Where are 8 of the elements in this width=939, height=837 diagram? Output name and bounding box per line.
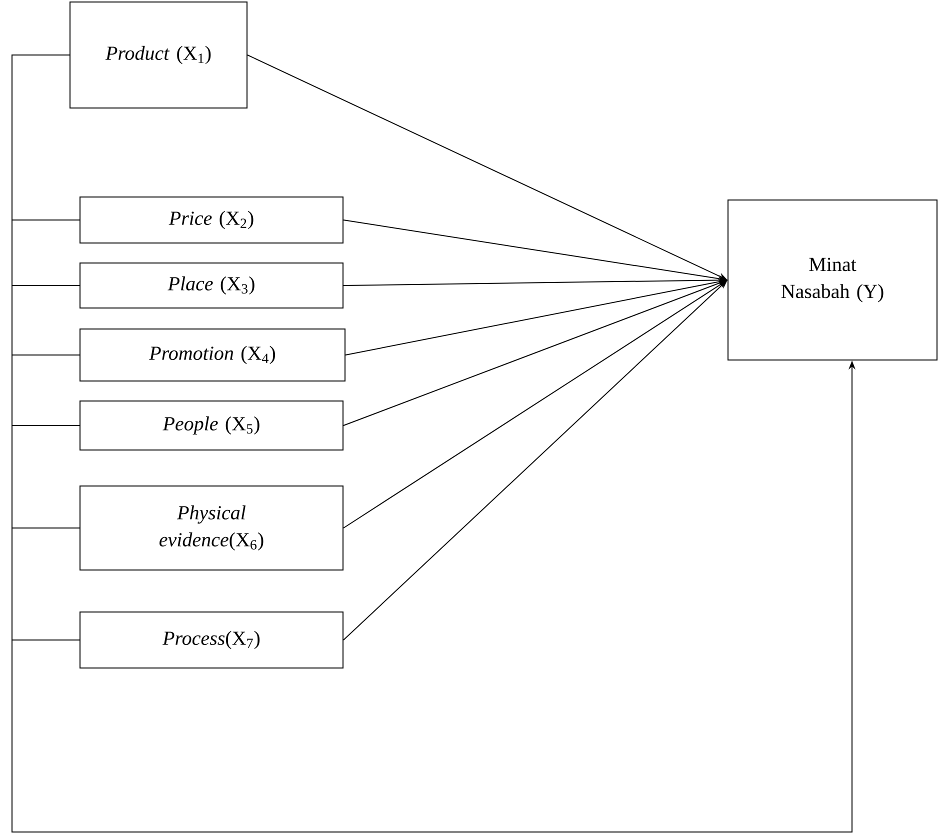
- variable-box: Product (X$_{1}$): [70, 2, 248, 108]
- variable-box: Place (X$_{3}$): [80, 262, 344, 308]
- variable-box: Physical evidence(X$_{6}$): [80, 486, 344, 570]
- variable-box: Process(X$_{7}$): [80, 612, 344, 668]
- variable-box: Promotion (X$_{4}$): [80, 328, 346, 382]
- variable-box: People (X$_{5}$): [80, 400, 344, 450]
- variable-box: Price (X$_{2}$): [80, 196, 344, 244]
- variable-box: Minat Nasabah (Y): [728, 200, 938, 360]
